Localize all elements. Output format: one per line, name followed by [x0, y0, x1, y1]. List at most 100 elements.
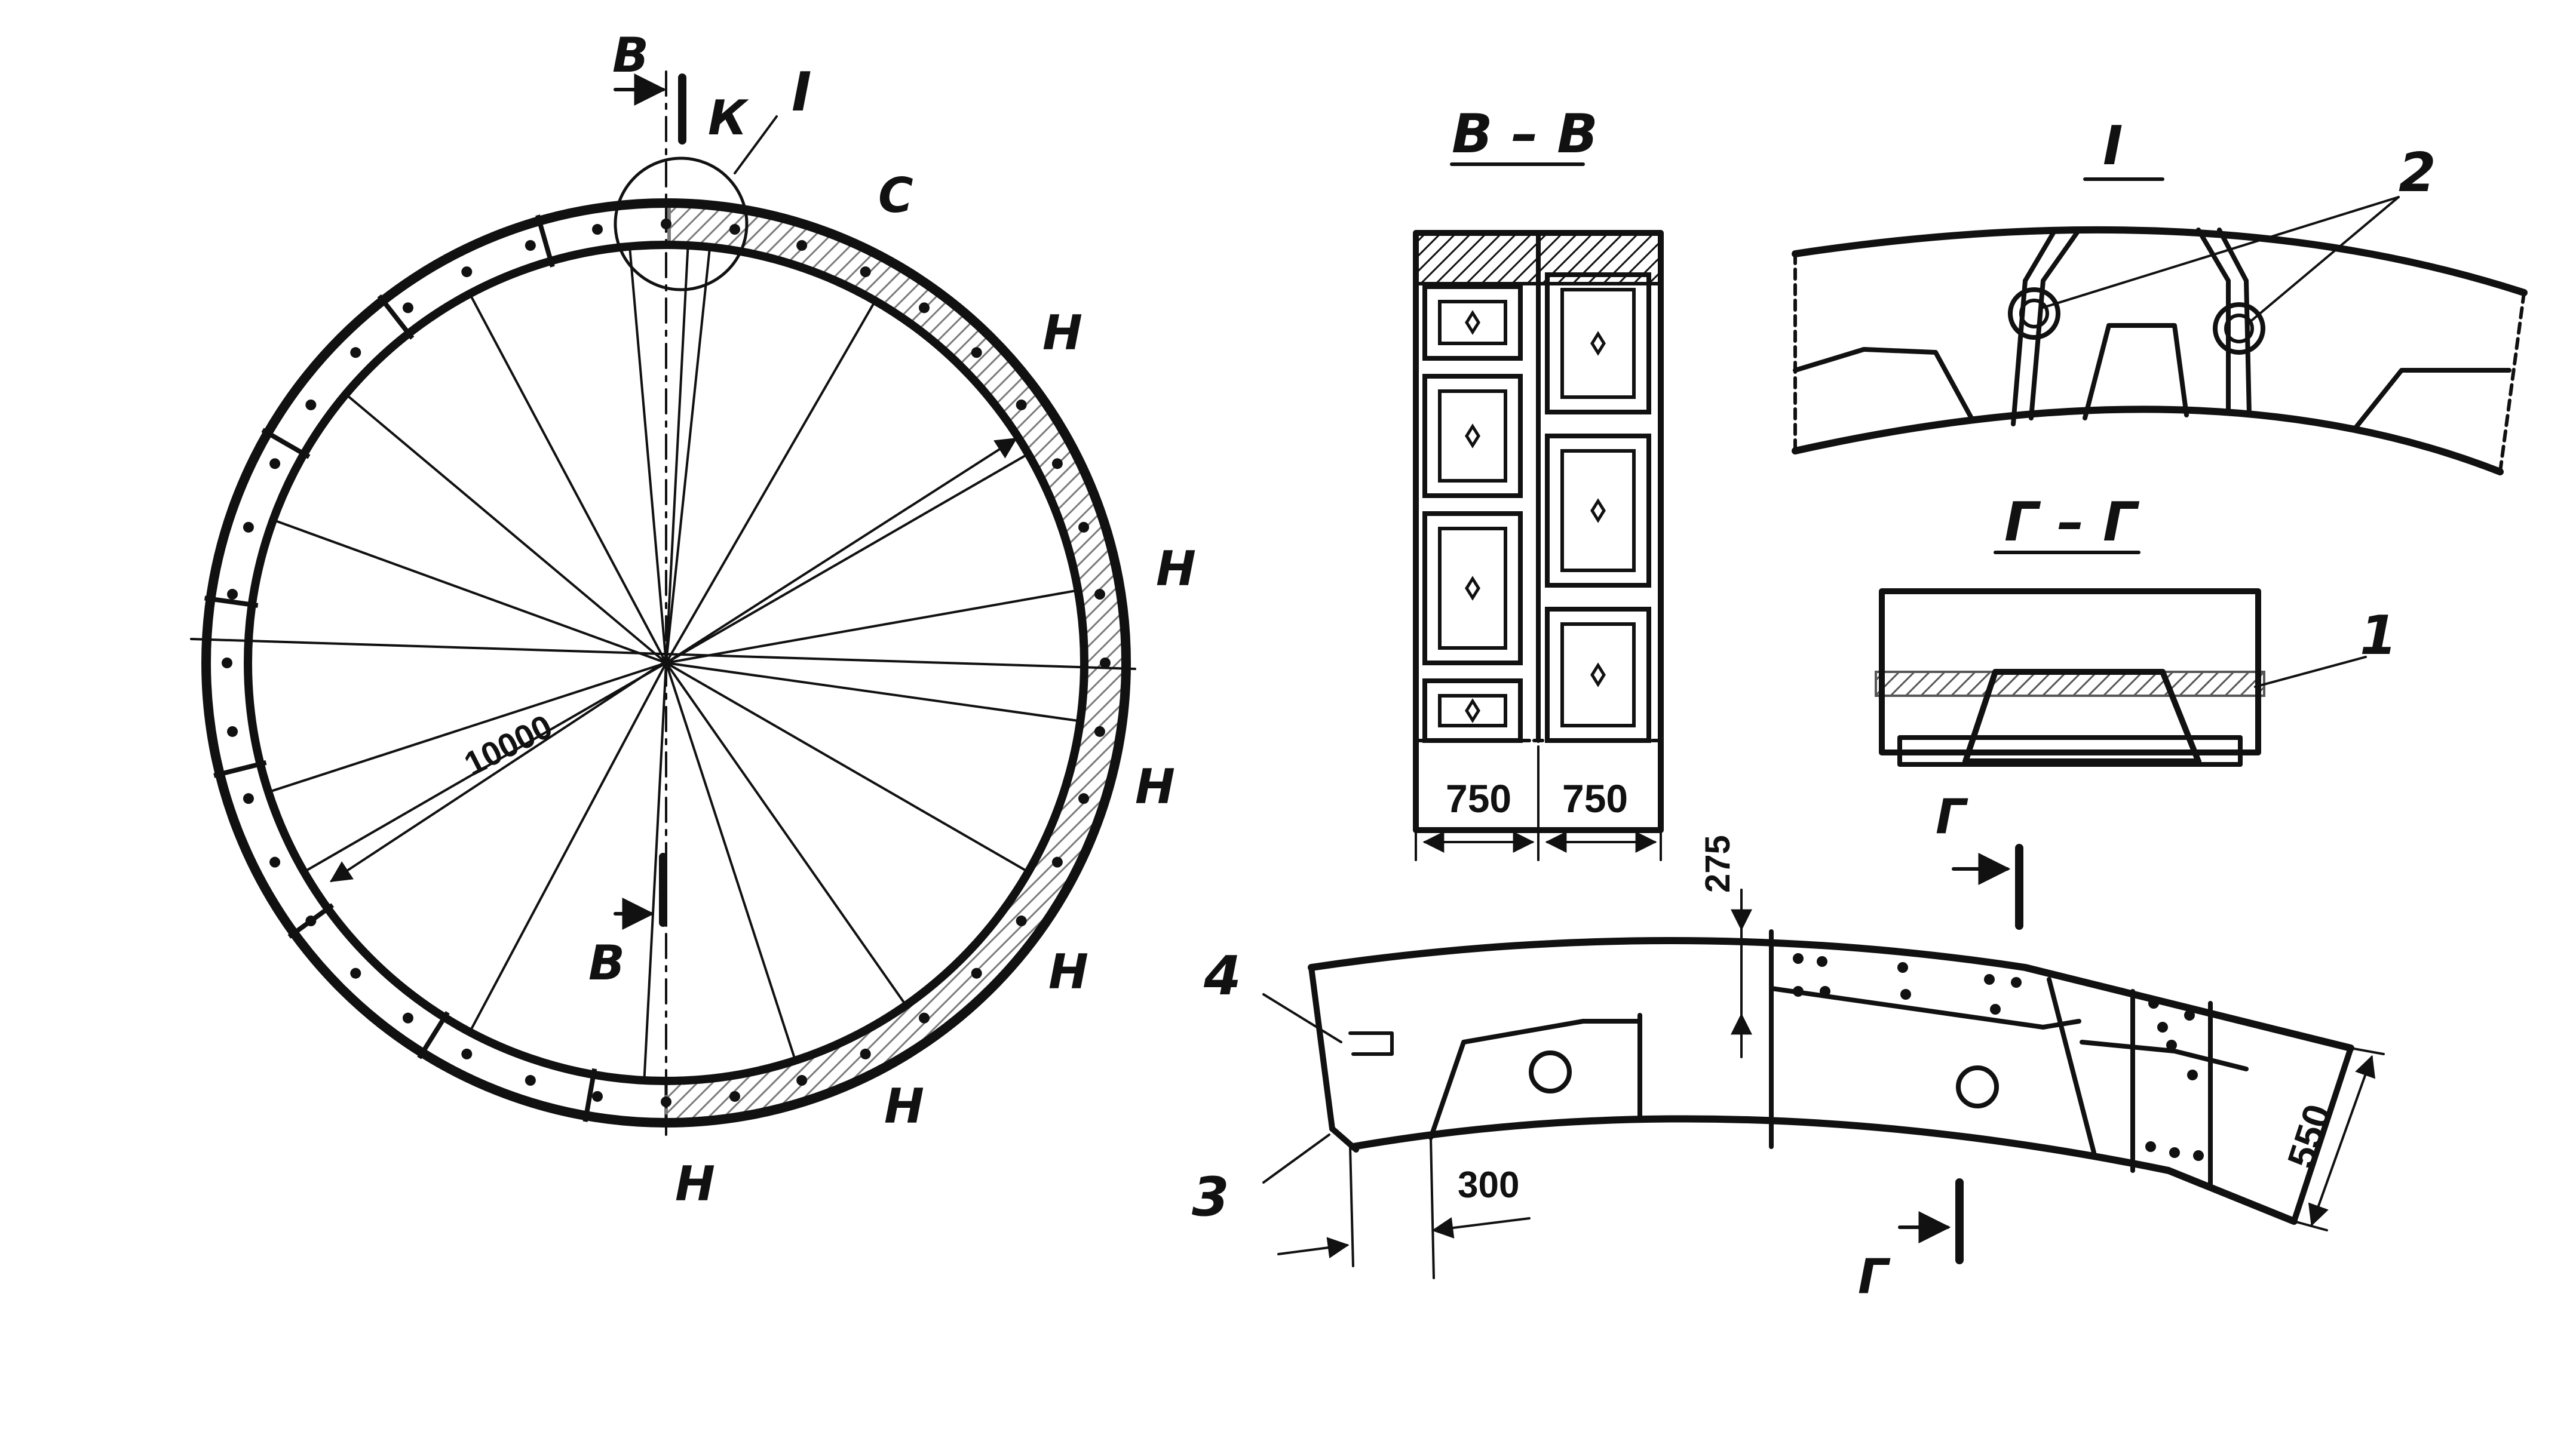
- detail-i-title: I: [2103, 115, 2123, 177]
- segment-bolt-hole: [2184, 1010, 2195, 1021]
- block-joint-mark: [377, 294, 415, 340]
- section-mark-g-top: Г: [1936, 789, 2023, 930]
- segment-h-label-2: Н: [1156, 541, 1196, 597]
- bolt-hole: [525, 239, 536, 251]
- segment-bolt-hole: [2011, 977, 2022, 988]
- segment-callout-4: 4: [1203, 945, 1241, 1007]
- bolt-hole: [1016, 399, 1027, 410]
- section-gg-callout-1: 1: [2360, 604, 2397, 667]
- bolt-hole: [305, 399, 317, 410]
- panel-cell: [1422, 284, 1523, 361]
- panel-lifting-loop: [1465, 698, 1480, 723]
- bolt-hole: [971, 967, 982, 979]
- detail-ref-label: I: [792, 61, 812, 124]
- bolt-hole: [1078, 521, 1090, 533]
- detail-i-view: I 2: [1792, 115, 2528, 475]
- segment-dim-275: 275: [1698, 835, 1737, 893]
- diameter-dimension-line: [329, 662, 664, 882]
- section-vv-title: В – В: [1452, 103, 1598, 165]
- segment-c-label: С: [878, 168, 913, 223]
- segment-bolt-holes: [1793, 953, 2204, 1161]
- bolt-hole: [243, 793, 254, 804]
- radial-line: [665, 662, 1082, 723]
- panel-recess: [1438, 300, 1507, 345]
- section-vv-panels: [1422, 272, 1651, 743]
- bolt-hole: [1051, 458, 1063, 469]
- panel-lifting-loop: [1465, 310, 1480, 335]
- segment-h-label-6: Н: [675, 1156, 715, 1212]
- radial-line: [665, 662, 1030, 873]
- bolt-hole: [729, 224, 740, 235]
- bolt-hole: [402, 302, 413, 314]
- panel-cell: [1545, 434, 1651, 588]
- bolt-hole: [1016, 916, 1027, 927]
- segment-bolt-hole: [1900, 989, 1911, 1000]
- radial-lines: [267, 244, 1082, 1082]
- bolt-hole: [919, 302, 930, 314]
- bolt-hole: [1100, 658, 1111, 668]
- bolt-hole: [919, 1012, 930, 1024]
- bolt-hole: [350, 967, 361, 979]
- block-joint-mark: [261, 428, 311, 459]
- block-joint-mark: [417, 1011, 450, 1059]
- detail-callout-circle: [614, 156, 749, 291]
- bolt-hole: [227, 726, 238, 737]
- section-vv-dim-right: 750: [1562, 776, 1628, 821]
- bolt-hole: [796, 239, 808, 251]
- section-gg-title: Г – Г: [2004, 491, 2140, 554]
- segment-bolt-hole: [2166, 1040, 2177, 1050]
- bolt-hole: [269, 856, 281, 868]
- bolt-hole: [269, 458, 281, 469]
- segment-bolt-hole: [2187, 1070, 2198, 1080]
- panel-cell: [1422, 511, 1523, 665]
- section-gg-view: Г – Г 1: [1875, 491, 2397, 767]
- bolt-hole: [222, 658, 232, 668]
- bolt-hole: [227, 589, 238, 600]
- bolt-hole: [1094, 726, 1105, 737]
- radial-line: [665, 662, 797, 1062]
- ring-bolt-holes: [204, 214, 1111, 1122]
- segment-bolt-hole: [2169, 1147, 2180, 1158]
- bolt-hole: [860, 266, 871, 278]
- segment-dim-300: 300: [1458, 1165, 1519, 1206]
- bolt-hole: [661, 219, 671, 229]
- segment-elevation-view: 275 300 550 4 3 Г Г: [1192, 789, 2385, 1304]
- segment-h-label-5: Н: [884, 1079, 924, 1134]
- bolt-hole: [729, 1090, 740, 1102]
- horizontal-axis: [190, 638, 1136, 670]
- segment-bolt-hole: [1990, 1004, 2001, 1015]
- segment-bolt-hole: [2148, 998, 2159, 1009]
- radial-line: [272, 518, 667, 664]
- panel-recess: [1438, 694, 1507, 727]
- bolt-hole: [592, 1090, 603, 1102]
- detail-callout-2: 2: [2399, 142, 2436, 204]
- radial-line: [665, 245, 712, 664]
- bolt-hole: [1051, 856, 1063, 868]
- bolt-hole: [525, 1075, 536, 1086]
- bolt-hole: [971, 347, 982, 358]
- section-vv-dim-left: 750: [1446, 776, 1511, 821]
- block-joint-mark: [582, 1068, 597, 1122]
- panel-recess: [1560, 288, 1636, 399]
- panel-lifting-loop: [1590, 498, 1606, 523]
- segment-bolt-hole: [2157, 1022, 2168, 1033]
- bolt-hole: [461, 1048, 473, 1059]
- radial-line: [643, 662, 667, 1082]
- segment-bolt-hole: [1897, 962, 1908, 973]
- bolt-hole: [461, 266, 473, 278]
- segment-h-label-3: Н: [1135, 759, 1175, 815]
- block-joint-mark: [535, 214, 555, 268]
- bolt-hole: [796, 1075, 808, 1086]
- bolt-hole: [1078, 793, 1090, 804]
- block-joint-mark: [287, 903, 335, 939]
- segment-bolt-hole: [1793, 953, 1804, 964]
- radial-line: [468, 292, 667, 664]
- radial-line: [468, 662, 667, 1034]
- svg-text:Г: Г: [1936, 789, 1968, 844]
- panel-lifting-loop: [1590, 662, 1606, 687]
- ring-hatched-blocks: [664, 201, 1130, 1125]
- segment-h-label-4: Н: [1048, 944, 1088, 1000]
- segment-bolt-hole: [1793, 986, 1804, 997]
- key-block-label: К: [708, 90, 749, 146]
